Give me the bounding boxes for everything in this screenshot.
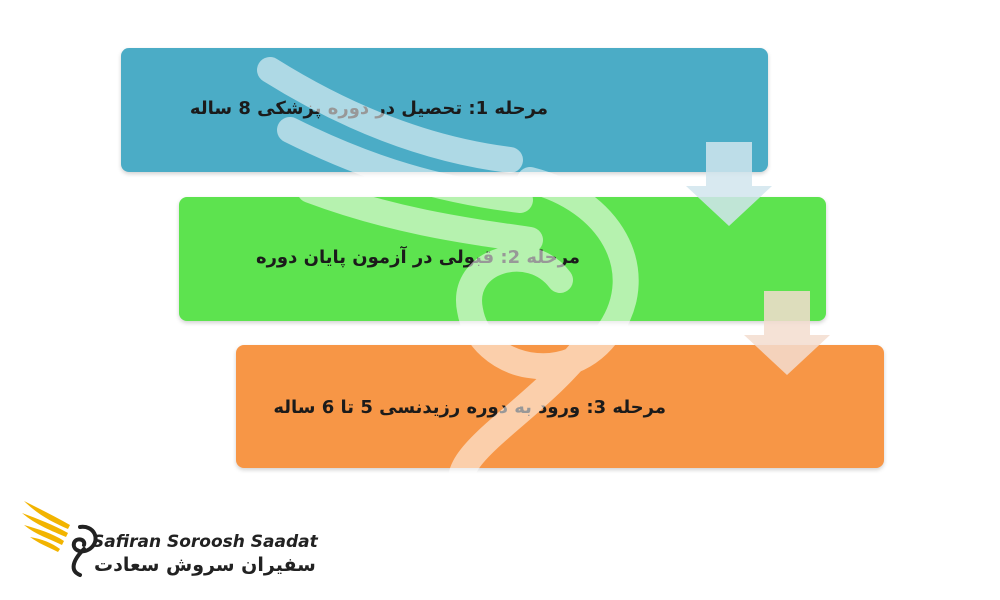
step-2-label: مرحله 2: قبولی در آزمون پایان دوره [255,247,580,268]
step-1-box: مرحله 1: تحصیل در دوره پزشکی 8 ساله [121,48,768,172]
company-logo: Safiran Soroosh Saadat سفیران سروش سعادت [20,495,318,585]
down-arrow-icon [686,142,772,226]
logo-name-persian: سفیران سروش سعادت [94,554,316,576]
step-3-label: مرحله 3: ورود به دوره رزیدنسی 5 تا 6 سال… [273,397,666,418]
logo-name-english: Safiran Soroosh Saadat [92,532,318,552]
step-1-label: مرحله 1: تحصیل در دوره پزشکی 8 ساله [189,98,548,119]
down-arrow-icon [744,291,830,375]
winged-swan-icon [22,501,98,577]
